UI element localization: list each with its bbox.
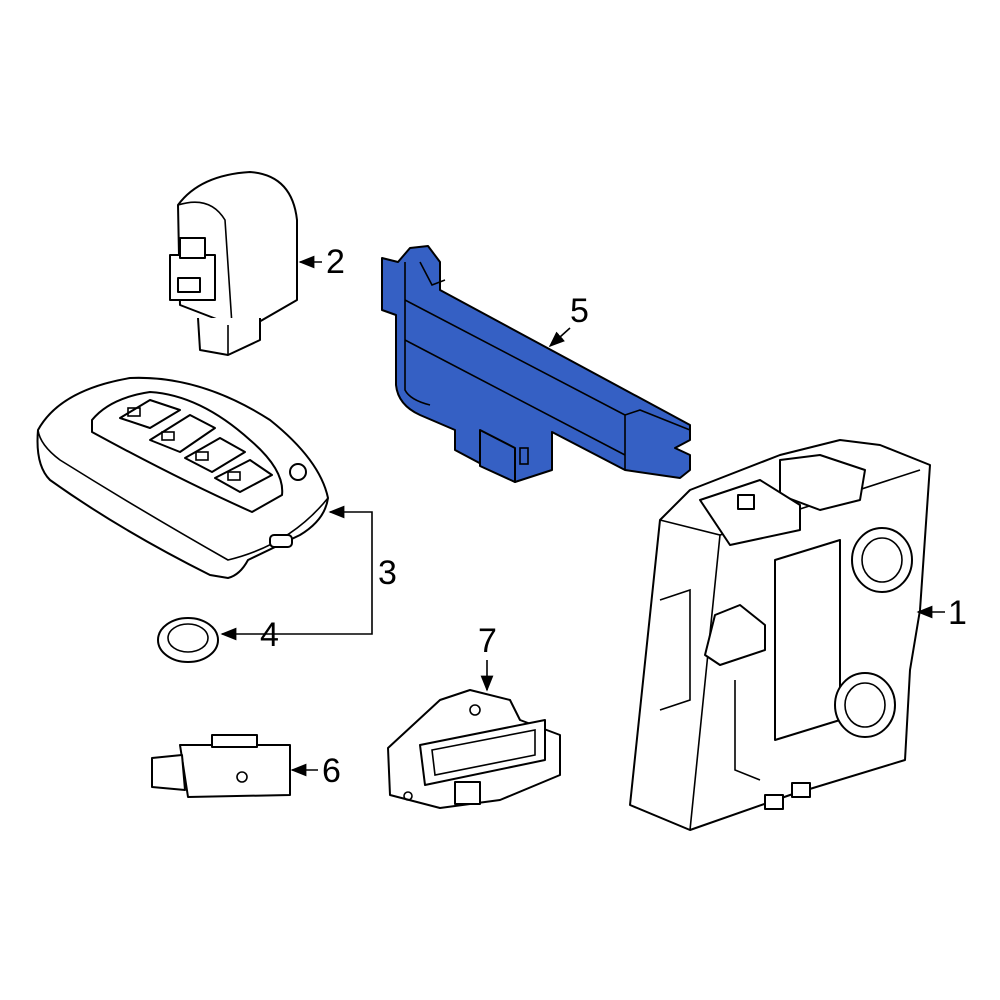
part-7-bracket[interactable] [387,689,561,809]
part-3-key-fob[interactable] [36,376,329,579]
callout-7: 7 [478,622,497,660]
leader-4 [220,572,373,641]
callout-6: 6 [322,752,341,790]
callout-2: 2 [326,243,345,281]
part-2-sensor[interactable] [169,171,298,356]
callout-1: 1 [948,594,967,632]
part-1-control-module[interactable] [629,439,931,831]
part-6-sensor[interactable] [151,734,291,798]
part-5-antenna-module[interactable] [381,245,691,483]
callout-leaders [220,255,945,777]
callout-4: 4 [260,616,279,654]
part-4-battery[interactable] [157,617,219,663]
callout-3: 3 [378,554,397,592]
callout-5: 5 [570,292,589,330]
leader-3 [328,505,373,572]
leader-5 [548,327,571,348]
